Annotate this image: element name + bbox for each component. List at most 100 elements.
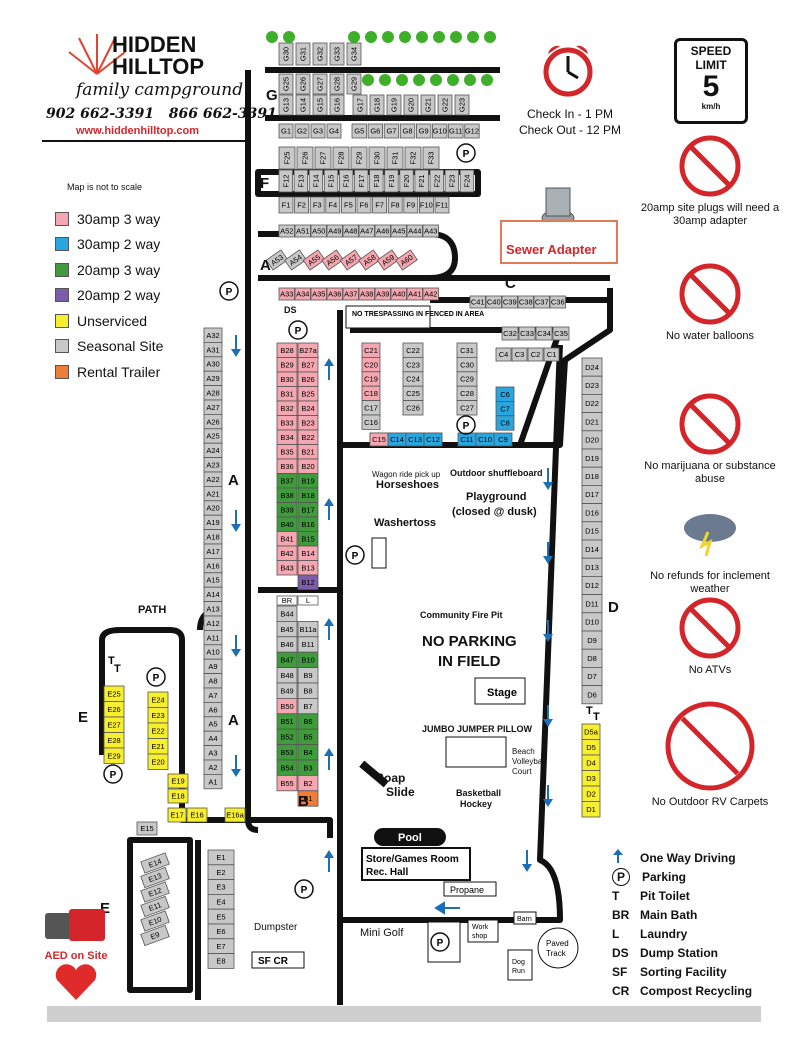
site-d8[interactable]: D8 — [581, 648, 603, 668]
site-g29[interactable]: G29 — [346, 73, 362, 95]
site-a13[interactable]: A13 — [203, 601, 223, 617]
site-b36[interactable]: B36 — [276, 458, 298, 474]
site-b47[interactable]: B47 — [276, 651, 298, 669]
site-a1[interactable]: A1 — [203, 774, 223, 790]
site-b50[interactable]: B50 — [276, 698, 298, 715]
site-a6[interactable]: A6 — [203, 702, 223, 718]
site-e17[interactable]: E17 — [167, 807, 187, 823]
site-d11[interactable]: D11 — [581, 594, 603, 614]
site-a2[interactable]: A2 — [203, 759, 223, 775]
site-a50[interactable]: A50 — [310, 224, 327, 238]
site-c16[interactable]: C16 — [361, 414, 381, 430]
site-a30[interactable]: A30 — [203, 356, 223, 372]
site-a46[interactable]: A46 — [374, 224, 391, 238]
site-c9[interactable]: C9 — [493, 432, 513, 447]
site-c35[interactable]: C35 — [552, 326, 570, 341]
site-b49[interactable]: B49 — [276, 682, 298, 699]
site-a52[interactable]: A52 — [278, 224, 295, 238]
site-g15[interactable]: G15 — [312, 94, 328, 116]
site-f14[interactable]: F14 — [308, 169, 324, 193]
site-b13[interactable]: B13 — [297, 560, 319, 576]
site-b40[interactable]: B40 — [276, 516, 298, 532]
site-a16[interactable]: A16 — [203, 558, 223, 574]
site-c29[interactable]: C29 — [456, 371, 478, 387]
site-c1[interactable]: C1 — [543, 347, 560, 362]
site-f30[interactable]: F30 — [368, 146, 386, 170]
site-f16[interactable]: F16 — [338, 169, 354, 193]
site-b31[interactable]: B31 — [276, 386, 298, 402]
site-f8[interactable]: F8 — [387, 196, 403, 214]
site-a20[interactable]: A20 — [203, 500, 223, 516]
site-a35[interactable]: A35 — [310, 287, 327, 301]
site-g5[interactable]: G5 — [351, 123, 367, 139]
site-d10[interactable]: D10 — [581, 612, 603, 632]
site-d4[interactable]: D4 — [581, 754, 601, 771]
site-a43[interactable]: A43 — [422, 224, 439, 238]
site-f31[interactable]: F31 — [386, 146, 404, 170]
site-a48[interactable]: A48 — [342, 224, 359, 238]
site-b23[interactable]: B23 — [297, 415, 319, 431]
site-f1[interactable]: F1 — [278, 196, 294, 214]
site-g19[interactable]: G19 — [386, 94, 402, 116]
site-f9[interactable]: F9 — [403, 196, 419, 214]
site-a29[interactable]: A29 — [203, 370, 223, 387]
site-a44[interactable]: A44 — [406, 224, 423, 238]
site-c34[interactable]: C34 — [535, 326, 553, 341]
site-b27[interactable]: B27 — [297, 357, 319, 373]
site-f25[interactable]: F25 — [278, 146, 296, 170]
site-b21[interactable]: B21 — [297, 444, 319, 460]
site-e27[interactable]: E27 — [103, 716, 125, 733]
site-d14[interactable]: D14 — [581, 539, 603, 559]
site-g4[interactable]: G4 — [326, 123, 342, 139]
site-e9[interactable]: E9 — [140, 924, 170, 947]
site-b5[interactable]: B5 — [297, 728, 319, 746]
site-g11[interactable]: G11 — [448, 123, 464, 139]
site-f11[interactable]: F11 — [434, 196, 450, 214]
site-c21[interactable]: C21 — [361, 342, 381, 358]
site-c19[interactable]: C19 — [361, 371, 381, 387]
site-g25[interactable]: G25 — [278, 73, 294, 95]
site-c3[interactable]: C3 — [511, 347, 528, 362]
site-b12[interactable]: B12 — [297, 574, 319, 590]
site-e11[interactable]: E11 — [140, 895, 170, 918]
site-e14[interactable]: E14 — [140, 852, 170, 874]
site-e20[interactable]: E20 — [147, 753, 169, 770]
site-a34[interactable]: A34 — [294, 287, 311, 301]
site-c11[interactable]: C11 — [457, 432, 477, 447]
site-a22[interactable]: A22 — [203, 471, 223, 487]
site-a58[interactable]: A58 — [358, 249, 381, 271]
site-b25[interactable]: B25 — [297, 386, 319, 402]
site-b55[interactable]: B55 — [276, 775, 298, 792]
site-a59[interactable]: A59 — [376, 249, 400, 271]
site-g28[interactable]: G28 — [329, 73, 345, 95]
site-b9[interactable]: B9 — [297, 667, 319, 684]
site-g6[interactable]: G6 — [367, 123, 384, 139]
site-a36[interactable]: A36 — [326, 287, 343, 301]
site-c13[interactable]: C13 — [405, 432, 425, 447]
site-b7[interactable]: B7 — [297, 698, 319, 715]
site-b17[interactable]: B17 — [297, 502, 319, 518]
site-b54[interactable]: B54 — [276, 759, 298, 776]
site-b32[interactable]: B32 — [276, 400, 298, 416]
site-c8[interactable]: C8 — [495, 415, 515, 431]
site-g1[interactable]: G1 — [278, 123, 294, 139]
site-f3[interactable]: F3 — [309, 196, 325, 214]
site-g31[interactable]: G31 — [295, 42, 311, 66]
site-f32[interactable]: F32 — [404, 146, 422, 170]
site-c33[interactable]: C33 — [518, 326, 536, 341]
site-f7[interactable]: F7 — [372, 196, 388, 214]
site-a25[interactable]: A25 — [203, 428, 223, 444]
site-b51[interactable]: B51 — [276, 713, 298, 730]
site-b10[interactable]: B10 — [297, 651, 319, 669]
site-a31[interactable]: A31 — [203, 341, 223, 358]
site-d17[interactable]: D17 — [581, 484, 603, 504]
site-a47[interactable]: A47 — [358, 224, 375, 238]
site-f24[interactable]: F24 — [459, 169, 475, 193]
site-f15[interactable]: F15 — [323, 169, 339, 193]
site-d3[interactable]: D3 — [581, 770, 601, 787]
site-b34[interactable]: B34 — [276, 429, 298, 445]
site-b46[interactable]: B46 — [276, 636, 298, 653]
site-e29[interactable]: E29 — [103, 747, 125, 764]
site-c30[interactable]: C30 — [456, 356, 478, 373]
site-b8[interactable]: B8 — [297, 682, 319, 699]
